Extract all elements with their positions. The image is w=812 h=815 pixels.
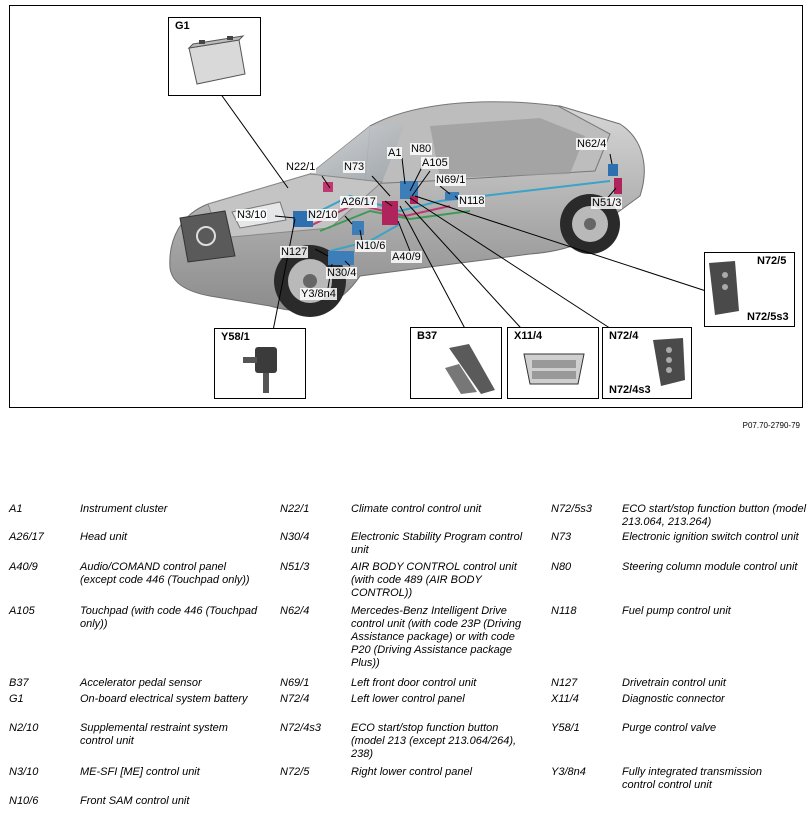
- legend-desc: Climate control control unit: [351, 503, 482, 515]
- legend-desc: Supplemental restraint system control un…: [80, 722, 228, 747]
- label-a26-17: A26/17: [340, 196, 377, 208]
- legend-code: N80: [551, 561, 572, 573]
- figure-code: P07.70-2790-79: [742, 421, 800, 430]
- legend-code: A26/17: [9, 531, 44, 543]
- callout-y58-1-label: Y58/1: [221, 331, 250, 343]
- control-units: [293, 164, 622, 265]
- legend-desc: Purge control valve: [622, 722, 717, 734]
- label-n127: N127: [280, 246, 309, 258]
- lower-control-panel-icon: [653, 338, 685, 386]
- legend-code: N72/4: [280, 693, 310, 705]
- callout-n72-5: N72/5 N72/5s3: [704, 252, 795, 327]
- callout-y58-1: Y58/1: [214, 328, 306, 399]
- legend-desc: Touchpad (with code 446 (Touchpad only)): [80, 605, 258, 630]
- legend-code: Y58/1: [551, 722, 580, 734]
- label-n3-10: N3/10: [236, 209, 268, 221]
- legend-desc: Head unit: [80, 531, 128, 543]
- car-side-window: [430, 118, 585, 178]
- callout-n72-4-label: N72/4: [609, 330, 639, 342]
- legend-desc: Steering column module control unit: [622, 561, 798, 573]
- label-n69-1: N69/1: [435, 174, 467, 186]
- car-grille: [179, 210, 236, 263]
- label-n2-10: N2/10: [307, 209, 339, 221]
- label-y3-8n4: Y3/8n4: [300, 288, 337, 300]
- callout-b37-label: B37: [417, 330, 438, 342]
- label-n80: N80: [410, 143, 433, 155]
- legend-desc: Fuel pump control unit: [622, 605, 731, 617]
- label-n73: N73: [343, 161, 366, 173]
- legend-code: N72/4s3: [280, 722, 321, 734]
- legend-desc: Drivetrain control unit: [622, 677, 726, 689]
- callout-n72-5s3-label: N72/5s3: [747, 311, 789, 323]
- callout-n72-5-label: N72/5: [757, 255, 787, 267]
- label-n118: N118: [458, 195, 486, 207]
- legend-desc: Instrument cluster: [80, 503, 168, 515]
- label-a40-9: A40/9: [391, 251, 422, 263]
- legend-code: N69/1: [280, 677, 310, 689]
- legend-code: A40/9: [9, 561, 38, 573]
- legend-code: B37: [9, 677, 29, 689]
- diagnostic-connector-icon: [523, 353, 585, 385]
- label-n10-6: N10/6: [355, 240, 387, 252]
- right-lower-control-panel-icon: [709, 261, 739, 315]
- legend-code: N62/4: [280, 605, 310, 617]
- callout-n72-4: N72/4 N72/4s3: [602, 327, 692, 399]
- purge-valve-icon: [243, 347, 277, 393]
- component-location-figure: G1 Y58/1 B37 X11/4 N72/4 N72: [9, 5, 803, 408]
- legend-desc: Left front door control unit: [351, 677, 477, 689]
- callout-b37: B37: [410, 327, 502, 399]
- legend-code: Y3/8n4: [551, 766, 586, 778]
- legend-desc: ECO start/stop function button (model 21…: [351, 722, 517, 760]
- legend-code: G1: [9, 693, 24, 705]
- label-a1: A1: [387, 147, 403, 159]
- legend-desc: Left lower control panel: [351, 693, 465, 705]
- legend-desc: Fully integrated transmission control co…: [622, 766, 763, 791]
- legend-code: N2/10: [9, 722, 39, 734]
- legend-code: N72/5: [280, 766, 310, 778]
- accelerator-pedal-icon: [445, 344, 495, 394]
- label-n62-4: N62/4: [576, 138, 608, 150]
- callout-x11-4: X11/4: [507, 327, 599, 399]
- callout-g1-label: G1: [175, 20, 190, 32]
- legend-code: N30/4: [280, 531, 310, 543]
- legend-code: A1: [9, 503, 23, 515]
- legend-desc: On-board electrical system battery: [80, 693, 248, 705]
- legend-desc: Accelerator pedal sensor: [80, 677, 202, 689]
- legend-desc: Electronic ignition switch control unit: [622, 531, 799, 543]
- legend-desc: Front SAM control unit: [80, 795, 190, 807]
- legend-desc: ECO start/stop function button (model 21…: [622, 503, 807, 528]
- legend-desc: Electronic Stability Program control uni…: [351, 531, 523, 556]
- legend-code: N3/10: [9, 766, 39, 778]
- leader-lines: [214, 85, 707, 347]
- label-n51-3: N51/3: [591, 197, 623, 209]
- legend-desc: AIR BODY CONTROL control unit (with code…: [351, 561, 517, 599]
- legend-code: N22/1: [280, 503, 310, 515]
- label-n22-1: N22/1: [285, 161, 317, 173]
- legend-code: N118: [551, 605, 577, 617]
- legend-desc: Mercedes-Benz Intelligent Drive control …: [351, 605, 522, 669]
- label-n30-4: N30/4: [326, 267, 358, 279]
- legend-code: N127: [551, 677, 578, 689]
- legend-code: X11/4: [551, 693, 579, 705]
- legend-desc: Audio/COMAND control panel (except code …: [80, 561, 250, 586]
- legend-desc: ME-SFI [ME] control unit: [80, 766, 200, 778]
- legend-code: N10/6: [9, 795, 39, 807]
- callout-n72-4s3-label: N72/4s3: [609, 384, 651, 396]
- battery-icon: [187, 35, 246, 85]
- star-emblem: [196, 226, 216, 246]
- legend-code: N51/3: [280, 561, 310, 573]
- legend-desc: Right lower control panel: [351, 766, 473, 778]
- car-windshield: [310, 124, 405, 182]
- legend-desc: Diagnostic connector: [622, 693, 725, 705]
- legend-code: N73: [551, 531, 572, 543]
- legend-code: N72/5s3: [551, 503, 592, 515]
- label-a105: A105: [421, 157, 449, 169]
- legend-code: A105: [9, 605, 35, 617]
- rear-wheel: [560, 194, 620, 254]
- callout-g1: G1: [168, 17, 261, 96]
- callout-x11-4-label: X11/4: [514, 330, 543, 342]
